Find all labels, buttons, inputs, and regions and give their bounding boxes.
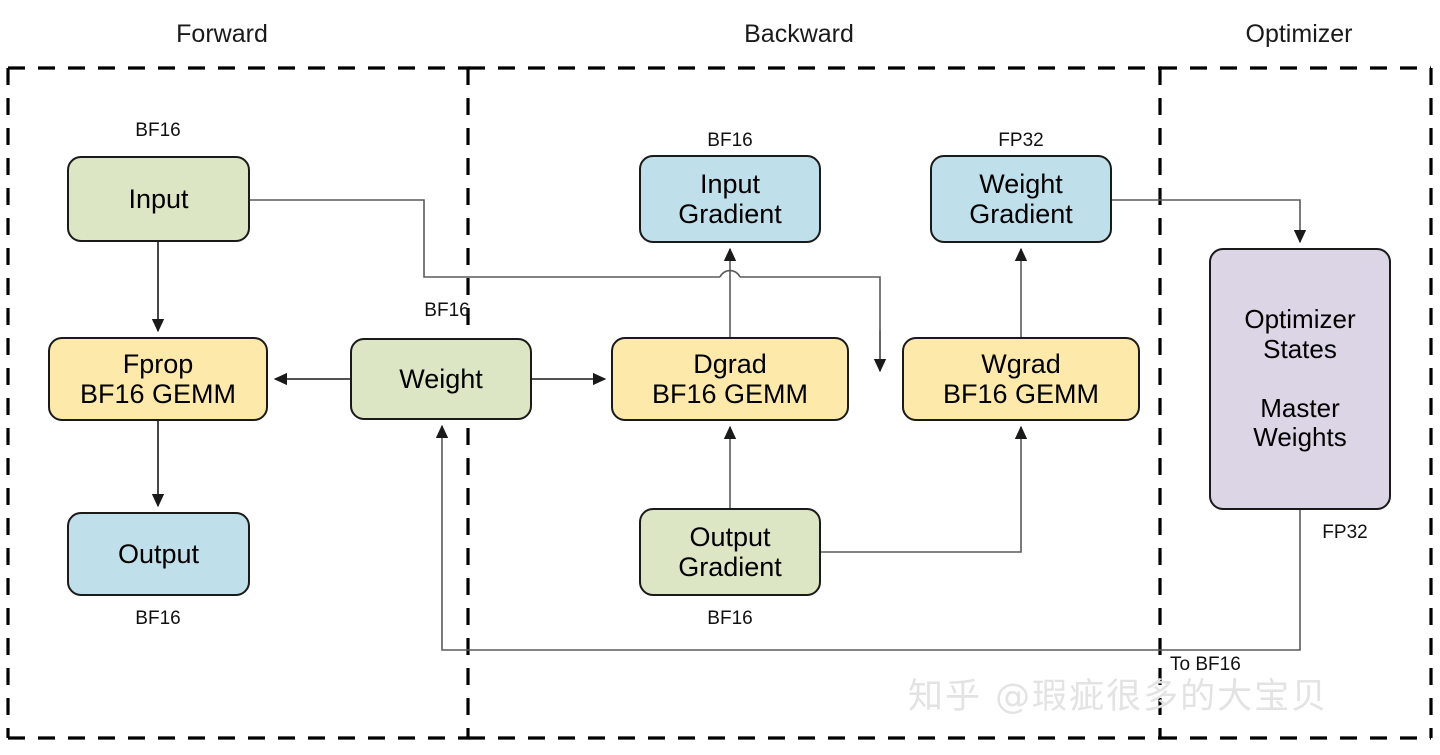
node-wgrad-label-line2: BF16 GEMM xyxy=(942,379,1100,409)
node-weight-gradient-label-line2: Gradient xyxy=(969,199,1073,229)
node-optimizer-states-label-line2: States xyxy=(1263,333,1337,364)
node-output-gradient-label-line1: Output xyxy=(689,521,771,552)
node-fprop[interactable]: Fprop BF16 GEMM xyxy=(48,337,268,421)
node-input-label: Input xyxy=(128,183,189,214)
node-weight-gradient-label-line1: Weight xyxy=(979,168,1063,199)
node-optimizer-states[interactable]: Optimizer States Master Weights xyxy=(1209,248,1391,510)
node-optimizer-states-label-line1: Optimizer xyxy=(1244,304,1356,335)
node-output[interactable]: Output xyxy=(67,512,250,596)
node-optimizer-states-label-line5: Weights xyxy=(1253,422,1347,453)
tag-weight-gradient-precision: FP32 xyxy=(998,130,1044,151)
tag-input-precision: BF16 xyxy=(135,120,181,141)
arrow-output-gradient-to-wgrad xyxy=(821,425,1028,553)
phase-title-optimizer: Optimizer xyxy=(1245,20,1353,48)
node-dgrad-label-line2: BF16 GEMM xyxy=(651,379,809,409)
phase-title-forward: Forward xyxy=(176,20,268,48)
tag-input-gradient-precision: BF16 xyxy=(707,130,753,151)
node-weight[interactable]: Weight xyxy=(350,338,532,420)
watermark: 知乎 @瑕疵很多的大宝贝 xyxy=(908,677,1329,717)
phase-title-backward: Backward xyxy=(744,20,854,48)
node-weight-label: Weight xyxy=(399,363,483,394)
arrow-weight-gradient-to-optimizer xyxy=(1112,199,1307,244)
line-hop xyxy=(719,269,741,278)
tag-output-precision: BF16 xyxy=(135,608,181,629)
tag-optimizer-states-precision: FP32 xyxy=(1322,522,1368,543)
node-dgrad-label-line1: Dgrad xyxy=(693,348,767,379)
node-weight-gradient[interactable]: Weight Gradient xyxy=(930,155,1112,243)
node-input-gradient-label-line1: Input xyxy=(699,168,761,199)
tag-output-gradient-precision: BF16 xyxy=(707,608,753,629)
node-fprop-label-line2: BF16 GEMM xyxy=(79,379,237,409)
node-optimizer-states-label-line4: Master xyxy=(1260,393,1340,423)
node-output-gradient[interactable]: Output Gradient xyxy=(639,508,821,596)
node-fprop-label-line1: Fprop xyxy=(122,348,194,379)
tag-weight-precision: BF16 xyxy=(424,300,470,321)
tag-to-bf16: To BF16 xyxy=(1170,654,1241,675)
node-output-gradient-label-line2: Gradient xyxy=(678,552,782,582)
node-input-gradient-label-line2: Gradient xyxy=(678,199,782,229)
node-output-label: Output xyxy=(117,538,200,569)
node-wgrad[interactable]: Wgrad BF16 GEMM xyxy=(902,337,1140,421)
node-input-gradient[interactable]: Input Gradient xyxy=(639,155,821,243)
node-dgrad[interactable]: Dgrad BF16 GEMM xyxy=(611,337,849,421)
arrow-optimizer-to-weight xyxy=(435,424,1301,651)
node-input[interactable]: Input xyxy=(67,156,250,242)
node-wgrad-label-line1: Wgrad xyxy=(981,348,1061,379)
